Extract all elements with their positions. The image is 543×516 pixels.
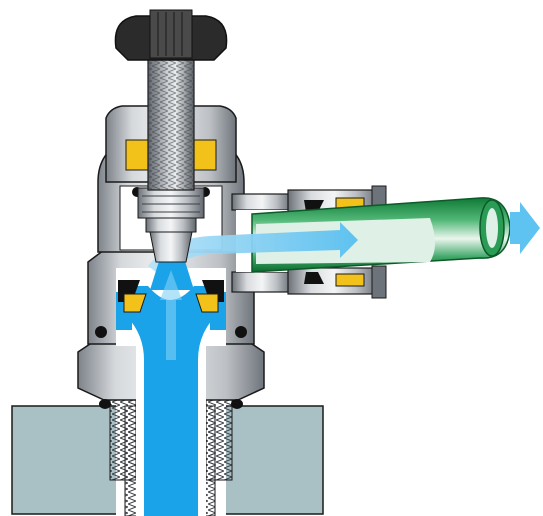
o-ring-base-right [231, 399, 243, 409]
adjustment-screw [147, 55, 195, 191]
valve-seat [118, 280, 224, 313]
tube-seal-bottom [304, 272, 324, 284]
o-ring-base-left [99, 399, 111, 409]
collet-bottom [335, 273, 365, 287]
o-ring-right [235, 326, 247, 338]
flow-arrows [148, 202, 540, 278]
flow-arrow-exit [510, 202, 540, 254]
needle-spindle [137, 187, 205, 263]
flow-arrow-to-tube [148, 222, 358, 278]
adjustment-knob [114, 9, 228, 61]
o-ring-left [95, 326, 107, 338]
